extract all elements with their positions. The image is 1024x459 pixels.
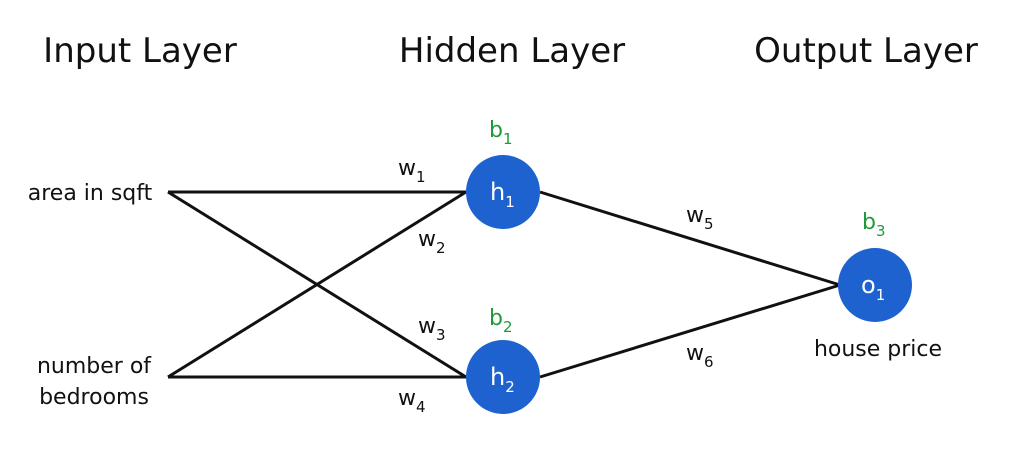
node-h2-label: h2 bbox=[490, 363, 515, 396]
weight-w2-label: w2 bbox=[418, 227, 446, 257]
input-bedrooms-label-line2: bedrooms bbox=[39, 385, 149, 410]
output-layer-title: Output Layer bbox=[754, 31, 978, 71]
weight-w5-label: w5 bbox=[686, 203, 714, 233]
weight-w3-label: w3 bbox=[418, 314, 446, 344]
input-layer-title: Input Layer bbox=[43, 31, 237, 71]
output-house-price-label: house price bbox=[814, 337, 942, 362]
input-bedrooms-label-line1: number of bbox=[37, 354, 152, 379]
node-o1-label: o1 bbox=[861, 271, 885, 304]
bias-b1-label: b1 bbox=[489, 118, 513, 148]
node-o1-circle bbox=[838, 248, 912, 322]
weight-w1-label: w1 bbox=[398, 156, 426, 186]
node-h1-circle bbox=[466, 155, 540, 229]
edge-h2-o1 bbox=[539, 283, 841, 379]
hidden-layer-title: Hidden Layer bbox=[399, 31, 625, 71]
edge-bedrooms-h1 bbox=[167, 190, 467, 379]
bias-b2-label: b2 bbox=[489, 306, 513, 336]
input-area-label: area in sqft bbox=[28, 181, 153, 206]
weight-w6-label: w6 bbox=[686, 341, 714, 371]
weight-w4-label: w4 bbox=[398, 386, 426, 416]
node-o1: o1 bbox=[838, 248, 912, 322]
node-h2: h2 bbox=[466, 340, 540, 414]
bias-b3-label: b3 bbox=[862, 210, 886, 240]
node-h2-circle bbox=[466, 340, 540, 414]
node-h1: h1 bbox=[466, 155, 540, 229]
edge-h1-o1 bbox=[539, 190, 841, 287]
node-h1-label: h1 bbox=[490, 178, 515, 211]
